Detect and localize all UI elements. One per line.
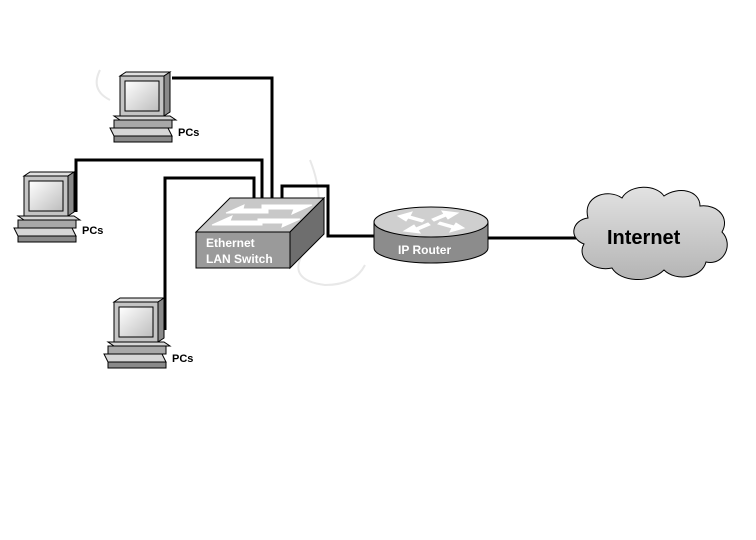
internet-cloud <box>573 186 728 281</box>
router-arrows-icon <box>396 210 466 234</box>
pc-bottom-label: PCs <box>172 353 193 365</box>
internet-label: Internet <box>607 227 681 249</box>
cable-pc-bottom-to-switch <box>163 176 256 330</box>
router-label: IP Router <box>398 243 451 257</box>
cable-switch-to-router <box>280 184 378 238</box>
pc-middle <box>13 171 82 243</box>
cable-pc-top-to-switch <box>172 76 274 198</box>
pc-top-label: PCs <box>178 127 199 139</box>
connections <box>74 76 576 330</box>
pc-top <box>109 71 178 143</box>
pc-middle-label: PCs <box>82 225 103 237</box>
ip-router <box>373 206 489 264</box>
switch-label-line1: Ethernet <box>206 236 255 250</box>
switch-arrows-icon <box>211 204 313 228</box>
pc-bottom <box>103 297 172 369</box>
ethernet-lan-switch <box>194 196 326 270</box>
switch-label-line2: LAN Switch <box>206 252 273 266</box>
cable-pc-middle-to-switch <box>74 158 264 212</box>
